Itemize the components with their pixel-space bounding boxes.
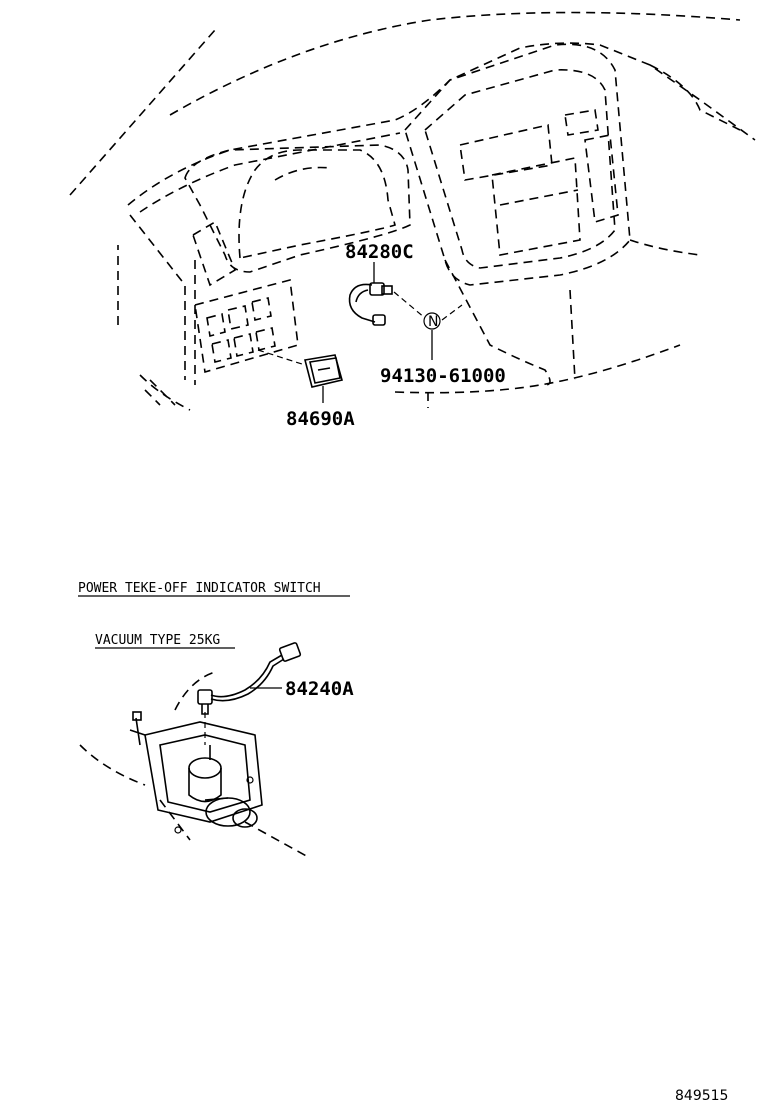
part-label-84280c: 84280C [345, 241, 414, 263]
part-label-94130-61000: 94130-61000 [380, 365, 506, 387]
part-84690a-drawing [304, 354, 343, 403]
part-label-84690a: 84690A [286, 408, 355, 430]
part-84280c-drawing [348, 262, 426, 326]
pto-assembly-drawing [79, 671, 311, 859]
diagram-code: 849515 [675, 1088, 728, 1104]
part-84240a-drawing [197, 642, 302, 715]
fastener-94130-drawing: N [423, 304, 463, 360]
part-label-84240a: 84240A [285, 678, 354, 700]
center-console [404, 43, 701, 386]
switch-panel [194, 278, 306, 374]
fastener-symbol: N [428, 314, 438, 330]
dashboard-outline [69, 11, 756, 411]
instrument-cluster [184, 144, 411, 287]
section-title-vacuum: VACUUM TYPE 25KG [95, 633, 220, 648]
section-title-pto: POWER TEKE-OFF INDICATOR SWITCH [78, 581, 321, 596]
